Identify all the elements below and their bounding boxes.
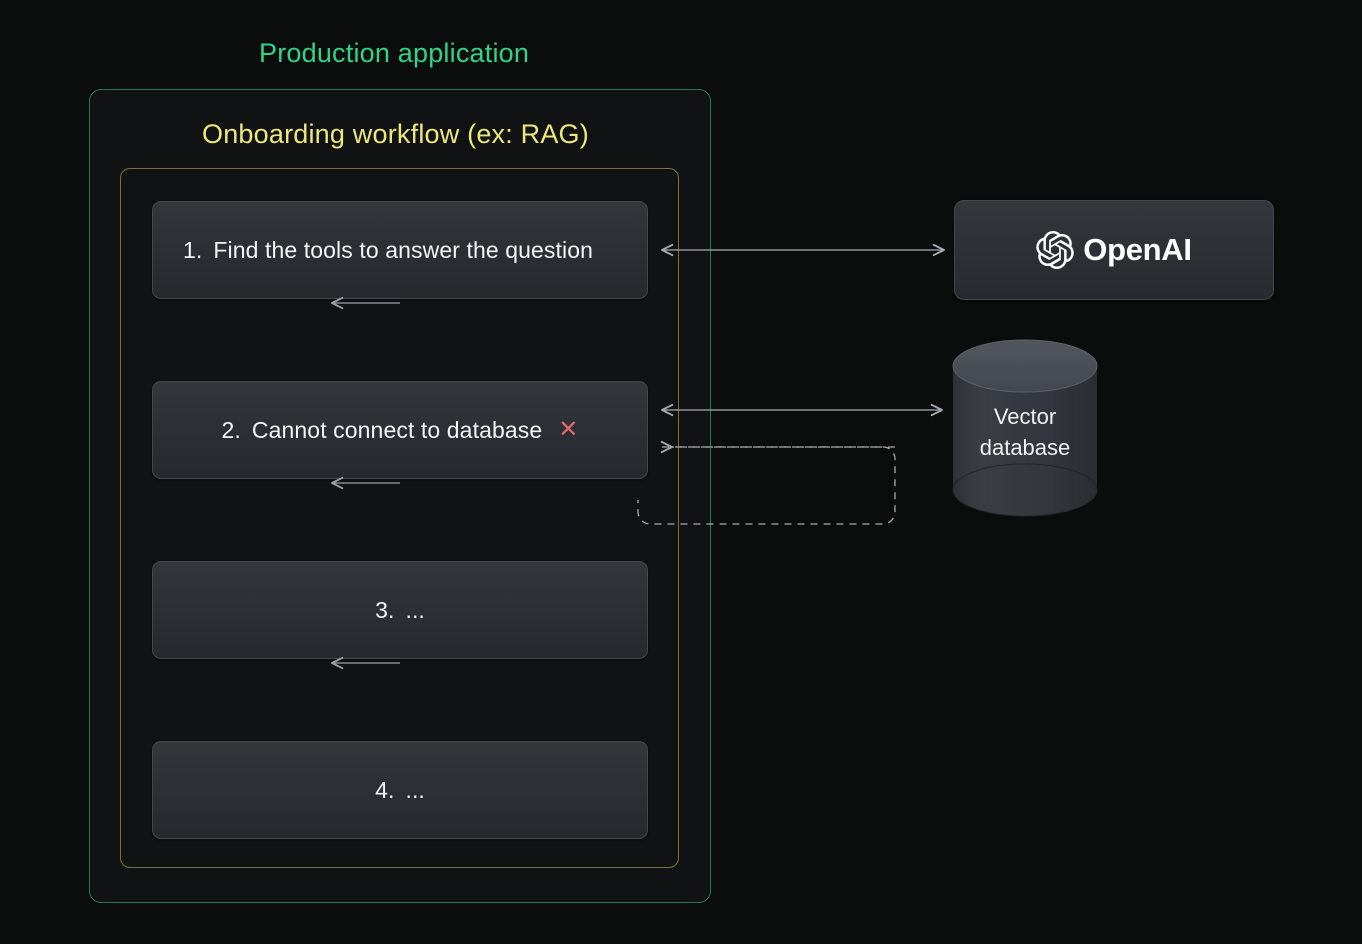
step-2-content: 2. Cannot connect to database ✕: [153, 417, 647, 444]
workflow-step-1[interactable]: 1. Find the tools to answer the question: [152, 201, 648, 299]
step-4-label: ...: [405, 776, 425, 803]
step-1-content: 1. Find the tools to answer the question: [153, 237, 647, 264]
step-1-number: 1.: [183, 236, 203, 263]
workflow-step-2[interactable]: 2. Cannot connect to database ✕: [152, 381, 648, 479]
openai-logo-icon: [1036, 231, 1075, 269]
step-4-content: 4. ...: [153, 777, 647, 804]
step-2-number: 2.: [221, 416, 241, 443]
step-1-label: Find the tools to answer the question: [213, 236, 593, 263]
openai-service-node[interactable]: OpenAI: [954, 200, 1274, 300]
vector-database-node[interactable]: Vector database: [952, 339, 1098, 517]
workflow-step-3[interactable]: 3. ...: [152, 561, 648, 659]
onboarding-workflow-title: Onboarding workflow (ex: RAG): [202, 119, 589, 149]
step-3-label: ...: [405, 596, 425, 623]
step-2-label: Cannot connect to database: [251, 416, 543, 443]
step-4-number: 4.: [375, 776, 395, 803]
openai-wordmark: OpenAI: [1083, 232, 1192, 267]
step-3-content: 3. ...: [153, 597, 647, 624]
error-x-icon: ✕: [558, 416, 579, 443]
step-3-number: 3.: [375, 596, 395, 623]
workflow-step-4[interactable]: 4. ...: [152, 741, 648, 839]
production-application-title: Production application: [259, 38, 530, 68]
database-cylinder-icon: [952, 339, 1098, 517]
